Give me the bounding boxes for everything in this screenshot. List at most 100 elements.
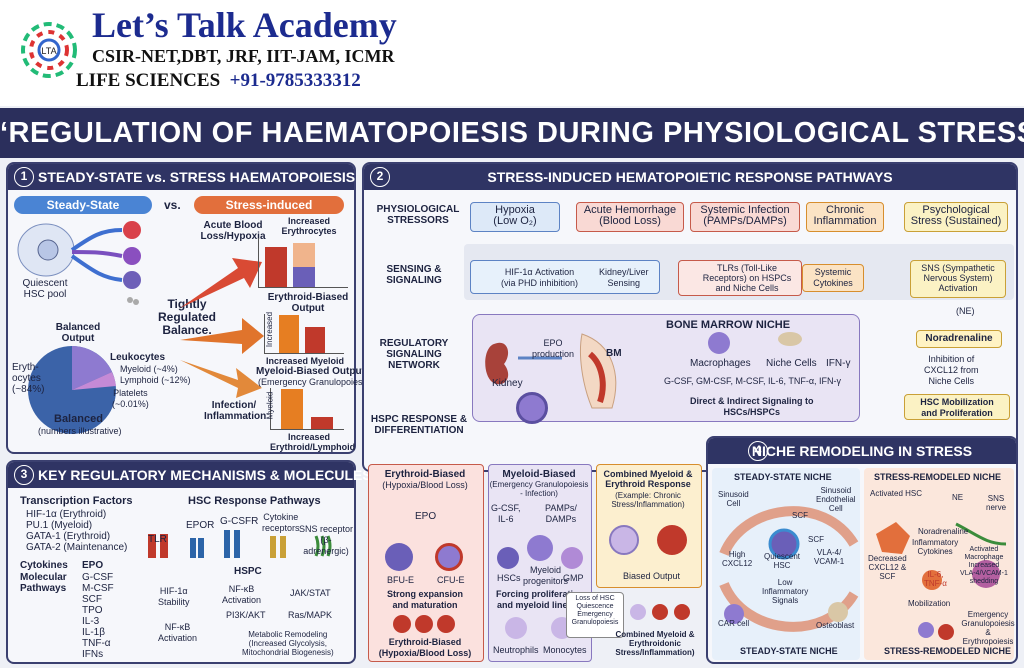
- low-inflammatory-label: Low Inflammatory Signals: [762, 578, 809, 605]
- stress-induced-label: Stress-induced: [194, 196, 344, 214]
- gmp-label: GMP: [563, 573, 584, 583]
- panel-4-title: NICHE REMODELING IN STRESS: [751, 443, 973, 459]
- myeloid-biased-title: Myeloid-Biased: [502, 469, 576, 480]
- stress-niche-icon: [876, 522, 1007, 640]
- scf-label-2: SCF: [808, 535, 824, 544]
- receptors-icon: [148, 530, 332, 558]
- ery-chart: [258, 238, 348, 288]
- psych-stress-box: Psychological Stress (Sustained): [904, 202, 1008, 232]
- stressors-row-label: PHYSIOLOGICAL STRESSORS: [376, 204, 460, 226]
- cytokine-signals-label: G-CSF, GM-CSF, M-CSF, IL-6, TNF-α, IFN-γ: [664, 376, 842, 386]
- systemic-cytokines-box: Systemic Cytokines: [802, 264, 864, 292]
- hypoxia-box: Hypoxia (Low O₂): [470, 202, 560, 232]
- myeloid-axis-label: Myeloid: [265, 391, 275, 420]
- subject-label: LIFE SCIENCES: [76, 70, 221, 91]
- infection-label: Infection/ Inflammation: [204, 400, 267, 422]
- neutrophil-icon: [505, 617, 527, 639]
- quiescent-pool-label: Quiescent HSC pool: [22, 278, 68, 300]
- tf-list: HIF-1α (Erythroid) PU.1 (Myeloid) GATA-1…: [26, 509, 128, 553]
- cytokine-receptors-label: Cytokine receptors: [262, 512, 300, 533]
- acute-blood-loss-label: Acute Blood Loss/Hypoxia: [200, 220, 266, 242]
- monocytes-label: Monocytes: [543, 645, 587, 655]
- lymphoid-bar-1: [281, 389, 303, 429]
- niche-cells-label: Niche Cells: [766, 358, 817, 369]
- phone-number: +91-9785333312: [229, 70, 361, 91]
- panel-1-number: 1: [14, 167, 34, 187]
- jak-stat-label: JAK/STAT: [290, 588, 331, 598]
- increased-myeloid-label: Increased Myeloid: [266, 356, 345, 366]
- combined-output-label: Combined Myeloid & Erythroidonic Stress/…: [615, 630, 695, 657]
- increased-axis-label: Increased: [265, 311, 275, 348]
- neutrophils-label: Neutrophils: [493, 645, 539, 655]
- myeloid-pct-label: Myeloid (~4%): [120, 364, 178, 374]
- myeloid-biased-sub: (Emergency Granulopoiesis - Infection): [489, 480, 589, 498]
- combined-title: Combined Myeloid & Erythroid Response: [603, 469, 693, 489]
- nfkb-activation-1-label: NF-κB Activation: [222, 584, 262, 605]
- scf-label-1: SCF: [792, 511, 808, 520]
- panel-3-number: 3: [14, 465, 34, 485]
- epo-label: EPO: [415, 511, 437, 522]
- inflammatory-cytokines-label: Inflammatory Cytokines: [912, 538, 959, 556]
- stress-niche-footer: STRESS-REMODELED NICHE: [884, 646, 1012, 656]
- myeloid-biased-output-label: Myeloid-Biased Output: [256, 366, 365, 377]
- emergency-output-label: Emergency Granulopoiesis & Erythropoiesi…: [961, 610, 1015, 646]
- myeloid-chart: [264, 314, 344, 354]
- steady-niche-icon: [719, 506, 859, 632]
- combined-example: (Example: Chronic Stress/Inflammation): [611, 491, 685, 509]
- hif-stability-label: HIF-1α Stability: [158, 586, 190, 607]
- erythrocytes-label: Eryth- ocytes (~84%): [12, 362, 45, 395]
- erythroid-output-label: Erythroid-Biased (Hypoxia/Blood Loss): [378, 637, 472, 658]
- infection-box: Systemic Infection (PAMPs/DAMPs): [690, 202, 800, 232]
- academy-logo-icon: LTA: [21, 22, 77, 78]
- panel-4-number: 4: [748, 441, 768, 461]
- hif-activation-label: HIF-1α Activation (via PHD inhibition): [501, 267, 579, 288]
- sinusoid-endothelial-label: Sinusoid Endothelial Cell: [816, 486, 856, 513]
- tightly-regulated-label: Tightly Regulated Balance.: [158, 298, 217, 337]
- quiescent-hsc-label: Quiescent HSC: [764, 552, 801, 570]
- cytokines-heading: Cytokines: [20, 560, 68, 571]
- kidney-liver-label: Kidney/Liver Sensing: [599, 267, 649, 288]
- gcsfr-label: G-CSFR: [220, 516, 259, 527]
- network-row-label: REGULATORY SIGNALING NETWORK: [379, 338, 449, 371]
- decreased-cxcl12-label: Decreased CXCL12 & SCF: [868, 554, 907, 581]
- activated-macrophage-label: Activated Macrophage Increased VLA-4/VCA…: [960, 546, 1008, 585]
- myeloid-progenitor-icon: [527, 535, 553, 561]
- rbc-icon-1: [393, 615, 411, 633]
- noradrenaline-box: Noradrenaline: [916, 330, 1002, 348]
- emergency-granulopoiesis-label: (Emergency Granulopoiesis): [258, 377, 373, 387]
- illustrative-note: (numbers illustrative): [38, 426, 122, 436]
- niche-title: BONE MARROW NICHE: [666, 319, 791, 331]
- activated-hsc-label: Activated HSC: [870, 489, 923, 498]
- pamps-damps-label: PAMPs/ DAMPs: [545, 503, 577, 524]
- increased-erythrocytes-label: Increased Erythrocytes: [281, 216, 337, 236]
- erythroid-biased-box: Erythroid-Biased (Hypoxia/Blood Loss) EP…: [368, 464, 484, 662]
- noradrenaline-niche-label: Noradrenaline: [918, 527, 969, 536]
- academy-title: Let’s Talk Academy: [92, 5, 397, 45]
- inflammation-box: Chronic Inflammation: [806, 202, 884, 232]
- stress-arrows-icon: [180, 258, 264, 398]
- erythroid-biased-output-label: Erythroid-Biased Output: [267, 292, 349, 314]
- hspc-icon: [516, 392, 548, 424]
- epo-production-label: EPO production: [532, 338, 575, 359]
- panel-2-title: STRESS-INDUCED HEMATOPOIETIC RESPONSE PA…: [487, 169, 893, 185]
- epo-heading: EPO: [82, 560, 104, 571]
- lymphoid-pct-label: Lymphoid (~12%): [120, 375, 191, 385]
- tlr-box: TLRs (Toll-Like Receptors) on HSPCs and …: [678, 260, 802, 296]
- niche-cell-icon: [778, 332, 802, 346]
- logo-text: LTA: [41, 46, 56, 56]
- hemorrhage-box: Acute Hemorrhage (Blood Loss): [576, 202, 684, 232]
- metabolic-remodeling-label: Metabolic Remodeling (Increased Glycolys…: [242, 630, 334, 657]
- combined-out-icon-1: [630, 604, 646, 620]
- erythroid-biased-sub: (Hypoxia/Blood Loss): [382, 480, 468, 490]
- header: LTA Let’s Talk Academy CSIR-NET,DBT, JRF…: [0, 0, 1024, 106]
- pathways-heading: HSC Response Pathways: [188, 495, 321, 507]
- osteoblast-label: Osteoblast: [816, 621, 855, 630]
- epor-label: EPOR: [186, 520, 215, 531]
- strong-expansion-label: Strong expansion and maturation: [386, 589, 463, 610]
- combined-cell-icon-1: [609, 525, 639, 555]
